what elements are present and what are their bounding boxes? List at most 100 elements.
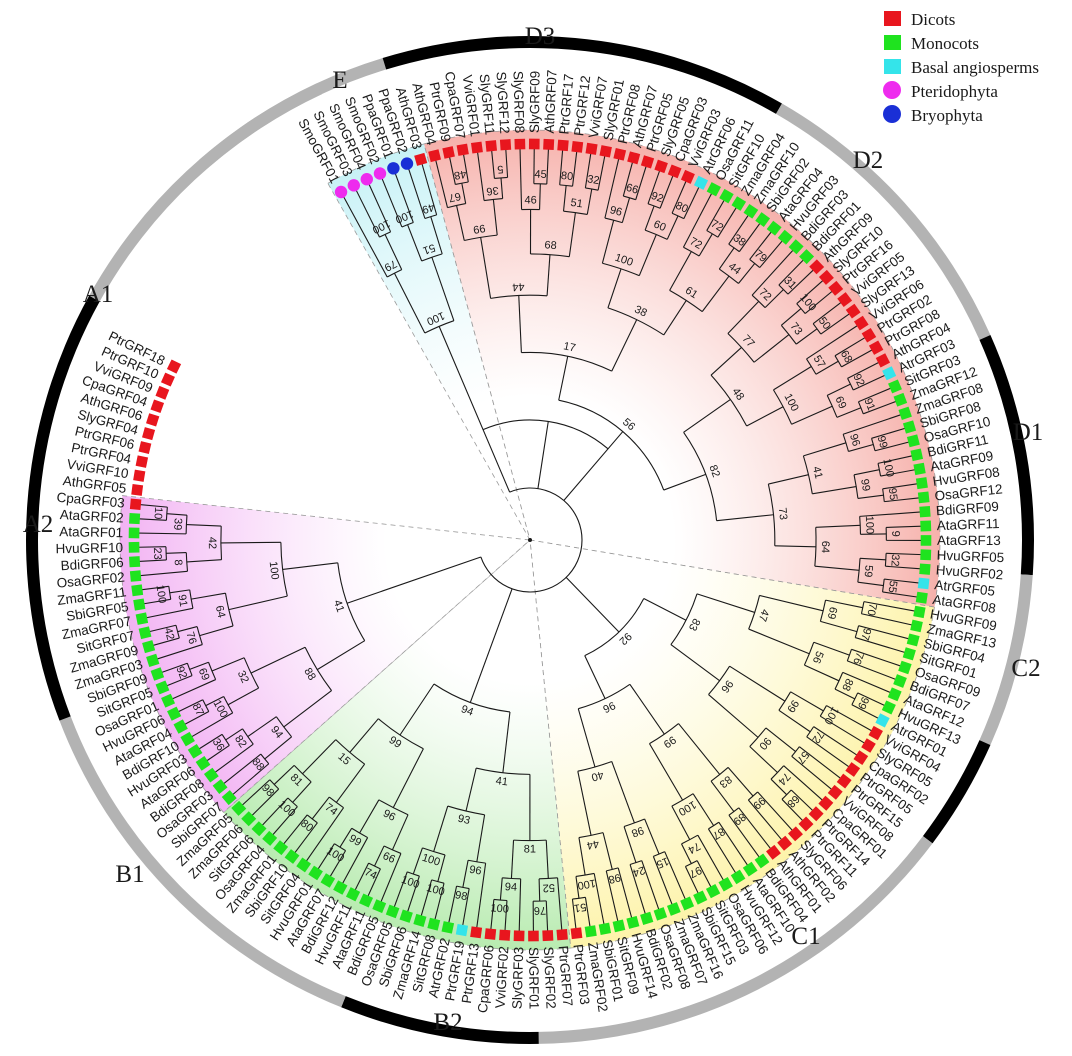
bootstrap-label: 73 [788,320,805,337]
legend-item-bryophyta: Bryophyta [883,105,983,125]
branch [814,527,817,567]
branch [696,593,755,613]
branch [317,843,335,870]
branch [813,641,850,656]
leaf-marker-monocots [584,925,597,938]
leaf-marker-monocots [898,406,912,421]
branch [803,442,847,457]
bootstrap-label: 66 [624,182,639,197]
bootstrap-label: 99 [661,733,678,750]
leaf-label: HvuGRF02 [935,562,1003,582]
bootstrap-label: 70 [864,602,878,616]
branch [765,727,796,752]
leaf-marker-dicots [129,498,142,511]
branch [435,159,449,208]
leaf-marker-bryophyta [400,157,414,170]
bootstrap-label: 99 [387,734,404,751]
branch [882,591,918,598]
branch [538,878,541,902]
bootstrap-label: 23 [151,547,163,560]
branch [728,214,750,245]
bootstrap-label: 50 [816,315,833,332]
leaf-marker-monocots [788,239,804,255]
leaf-label: AtaGRF13 [937,533,1001,548]
leaf-marker-dicots [133,469,146,482]
branch [857,692,886,707]
branch [852,374,886,391]
branch [577,771,592,836]
leaf-marker-monocots [743,203,759,219]
branch [293,822,318,854]
branch [796,303,806,314]
leaf-marker-monocots [640,911,654,926]
branch [799,746,842,780]
branch [316,640,365,671]
bootstrap-label: 100 [267,561,281,581]
branch [857,401,864,414]
bootstrap-label: 100 [400,874,421,891]
branch [708,694,759,738]
bootstrap-label: 36 [210,736,227,753]
bootstrap-label: 74 [686,839,702,855]
leaf-marker-basal [455,923,469,937]
branch [505,148,509,178]
leaf-marker-monocots [173,719,188,734]
bootstrap-label: 100 [577,877,597,892]
leaf-marker-monocots [920,549,932,561]
branch [424,214,437,220]
branch [851,648,902,667]
branch [476,151,485,201]
bootstrap-label: 38 [633,303,649,319]
branch [623,195,636,201]
bootstrap-label: 74 [323,801,340,818]
branch [774,545,816,548]
bootstrap-label: 93 [457,813,472,827]
leaf-marker-dicots [861,738,876,753]
leaf-marker-monocots [251,821,267,837]
branch [819,705,827,717]
leaf-marker-monocots [221,790,237,806]
ring-segment-D1-lower [979,574,1033,745]
bootstrap-label: 48 [729,386,746,403]
leaf-marker-monocots [915,591,928,604]
branch [842,671,892,694]
bootstrap-label: 91 [175,594,189,608]
branch [684,866,700,895]
clade-labels: E D3 D2 D1 C2 C1 B2 B1 A2 A1 [23,23,1044,1036]
branch [772,389,793,425]
bootstrap-label: 51 [421,241,437,256]
leaf-marker-dicots [809,259,825,275]
branch [448,885,458,924]
legend-item-monocots: Monocots [884,34,979,53]
bootstrap-label: 10 [151,507,164,520]
legend-swatch-monocots [884,35,901,50]
branch [220,541,281,544]
branch [205,695,224,707]
leaf-marker-dicots [837,292,853,308]
bootstrap-label: 82 [232,733,249,750]
branch [806,358,817,375]
branch [759,594,824,612]
leaf-marker-monocots [128,527,140,539]
leaf-marker-dicots [836,773,852,789]
bootstrap-label: 83 [686,616,702,632]
clade-label-D1: D1 [1013,419,1044,446]
leaf-marker-dicots [570,927,583,940]
leaf-marker-monocots [150,667,165,681]
branch [568,212,576,257]
leaf-marker-dicots [818,269,834,285]
bootstrap-label: 96 [601,699,617,715]
branch [853,469,880,476]
leaf-marker-monocots [706,182,721,197]
branch [392,748,424,808]
leaf-marker-monocots [142,640,156,654]
leaf-marker-monocots [155,680,170,695]
branch [605,870,619,923]
ring-segment-D1-upper [979,335,1035,576]
leaf-marker-monocots [913,605,926,619]
bootstrap-label: 36 [486,184,499,197]
branch [190,712,233,738]
leaf-label: AtaGRF01 [59,524,123,540]
branch [706,199,725,231]
leaf-marker-monocots [626,915,640,929]
